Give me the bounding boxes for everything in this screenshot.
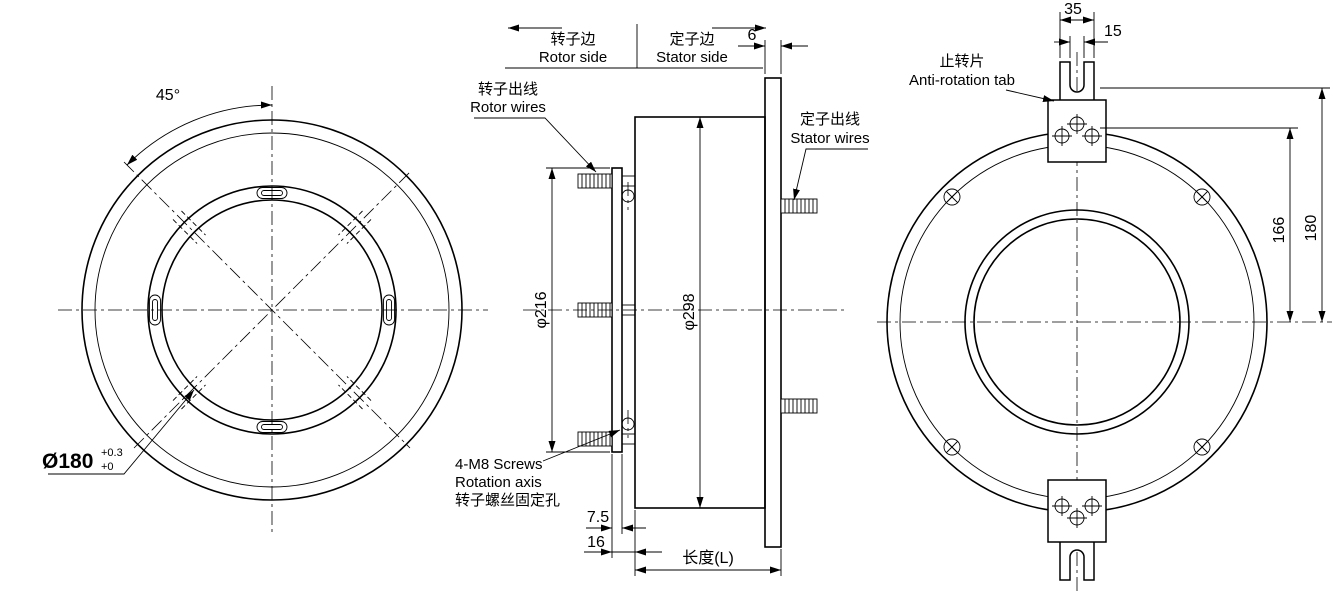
bottom-dimensions: 7.5 16 长度(L) [584, 454, 782, 576]
dim-bore-diameter: Ø180 +0.3 +0 [42, 389, 195, 475]
stator-wires-callout: 定子出线 Stator wires [790, 111, 870, 201]
screws-label-line3: 转子螺丝固定孔 [455, 492, 560, 509]
bore-diameter-label: Ø180 [42, 450, 93, 473]
left-view: 45° Ø180 +0.3 +0 [42, 86, 488, 534]
dim-7-5-label: 7.5 [587, 509, 609, 526]
right-view: 35 15 止转片 Anti-rotation tab 166 180 [877, 1, 1332, 592]
rotor-side-label-en: Rotor side [539, 49, 607, 66]
side-header: 转子边 Rotor side 定子边 Stator side [505, 24, 766, 69]
dim-16-label: 16 [587, 534, 605, 551]
bore-tolerance-upper: +0.3 [101, 447, 123, 459]
middle-view: 转子边 Rotor side 定子边 Stator side [455, 24, 870, 576]
dim-body-dia: φ298 [681, 117, 704, 508]
centerlines [58, 86, 488, 534]
anti-rotation-tab-bottom [1047, 479, 1107, 581]
stator-side-label-en: Stator side [656, 49, 728, 66]
dim-45deg: 45° [126, 87, 273, 166]
screws-callout: 4-M8 Screws Rotation axis 转子螺丝固定孔 [455, 429, 621, 509]
anti-rotation-tab-top [1047, 61, 1107, 163]
dim-216-label: φ216 [533, 291, 550, 328]
bore-tolerance-lower: +0 [101, 461, 114, 473]
stator-flange-plate [764, 77, 782, 548]
stator-wires-label-cn: 定子出线 [800, 111, 860, 128]
dim-6-label: 6 [748, 27, 757, 44]
dim-45deg-label: 45° [156, 87, 180, 104]
screws-label-line1: 4-M8 Screws [455, 456, 543, 473]
dim-flange-thickness: 6 [738, 27, 808, 74]
anti-rotation-tab-callout: 止转片 Anti-rotation tab [909, 53, 1055, 102]
rotor-side-label-cn: 转子边 [550, 31, 595, 48]
dim-180-label: 180 [1303, 215, 1320, 242]
length-label: 长度(L) [682, 549, 734, 567]
dim-15-label: 15 [1104, 23, 1122, 40]
dim-298-label: φ298 [681, 293, 698, 330]
dim-166-label: 166 [1271, 217, 1288, 244]
dim-15: 15 [1054, 23, 1122, 58]
dim-35: 35 [1059, 1, 1095, 58]
tab-label-cn: 止转片 [939, 53, 984, 70]
stator-side-label-cn: 定子边 [669, 31, 714, 48]
rotor-wires-label-en: Rotor wires [470, 99, 546, 116]
wire-pass-through-lines [622, 175, 635, 445]
rotor-screw-holes [621, 182, 635, 438]
dim-166-180: 166 180 [1100, 87, 1330, 322]
dim-rotor-flange-dia: φ216 [533, 167, 610, 453]
rotor-wires-label-cn: 转子出线 [478, 81, 538, 98]
rotor-wires-callout: 转子出线 Rotor wires [470, 81, 597, 173]
dim-35-label: 35 [1064, 1, 1082, 18]
tab-label-en: Anti-rotation tab [909, 72, 1015, 89]
stator-wires-label-en: Stator wires [790, 130, 869, 147]
screws-label-line2: Rotation axis [455, 474, 542, 491]
